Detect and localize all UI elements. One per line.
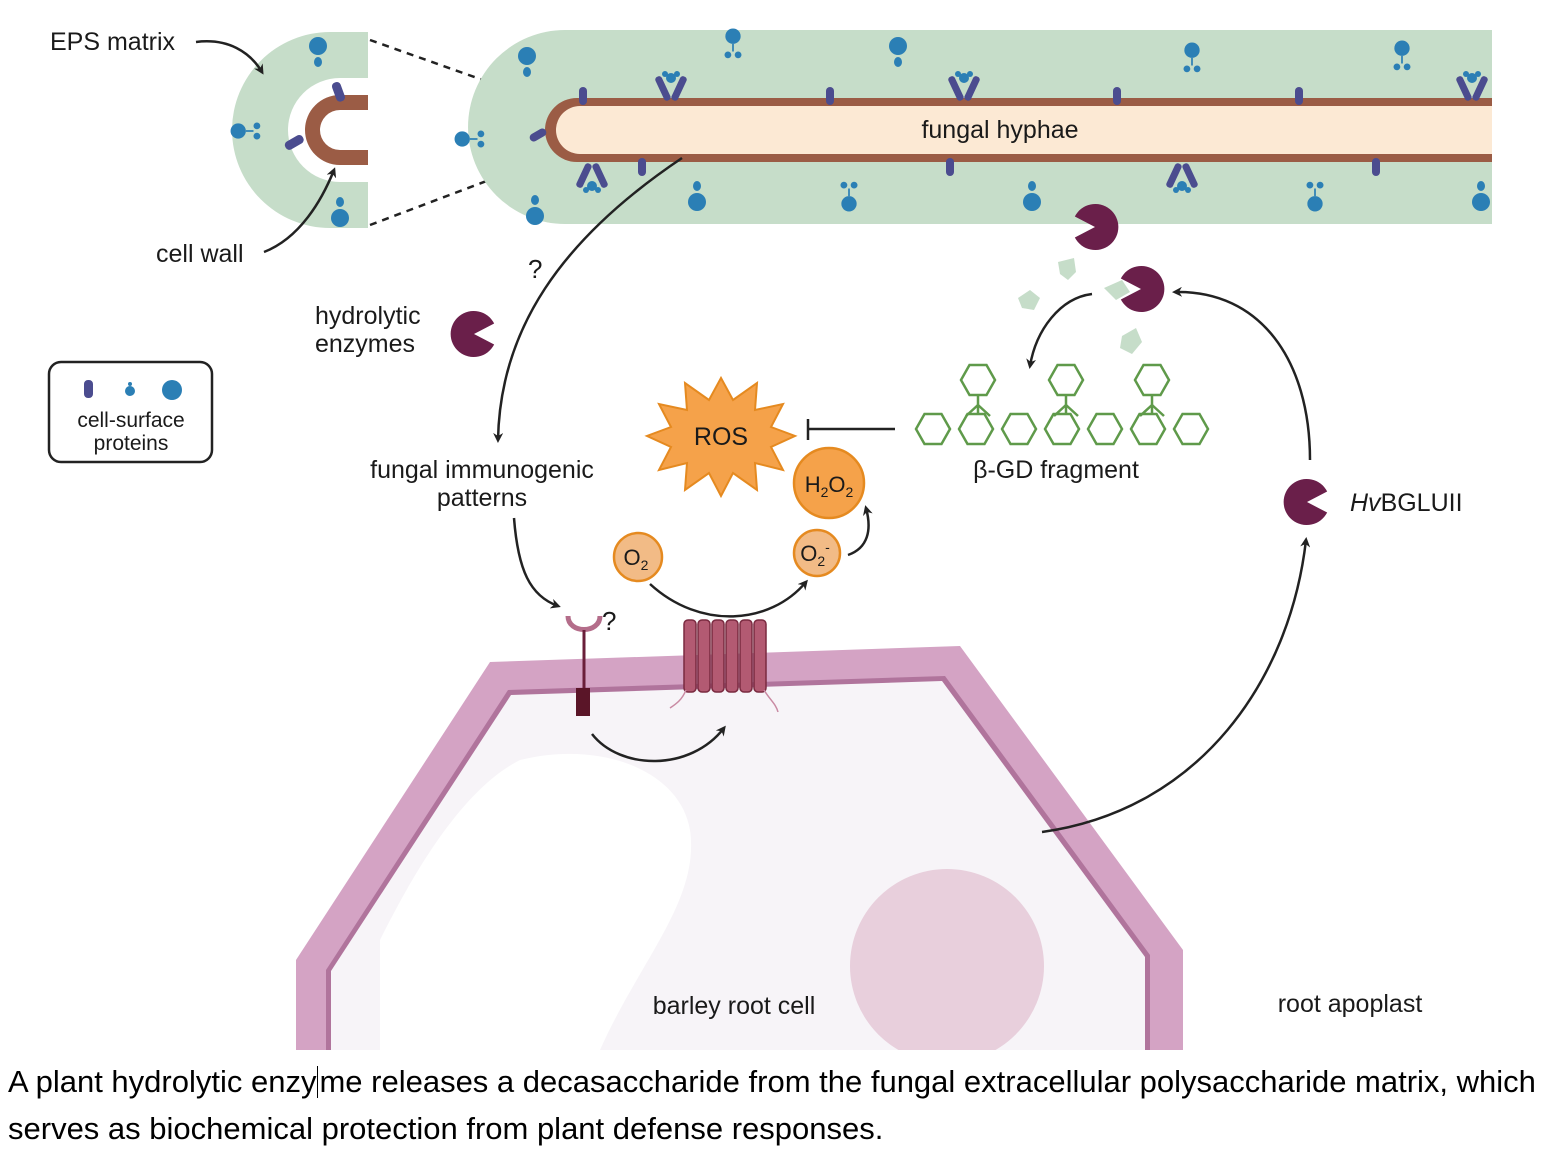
root-apoplast-label: root apoplast [1278,990,1423,1018]
hvbgluii-label: HvBGLUII [1350,489,1463,517]
fungal-hyphae-label: fungal hyphae [921,116,1078,144]
legend: cell-surface proteins [47,360,214,464]
caption-part2: me releases a decasaccharide from the fu… [8,1064,1536,1146]
secretion-arrow [1041,537,1311,834]
rod-protein-icon [1295,87,1303,105]
question-mark-release: ? [528,254,542,284]
h2o2-molecule [792,446,866,520]
cell-wall-label: cell wall [156,240,244,268]
rod-protein-icon [331,82,345,102]
eps-matrix-label: EPS matrix [50,28,176,56]
barley-root-cell-label: barley root cell [653,992,816,1020]
vacuole [380,753,692,1050]
eps-fragment [1104,280,1130,300]
ros-label: ROS [694,423,748,451]
enzyme-action-arrow [1172,286,1312,461]
eps-fragment [1120,328,1142,354]
oxidation-arrow [649,579,808,618]
hypha-cross-section [229,32,368,228]
cell-wall-arrow [263,167,337,254]
fungal-patterns-label-line2: patterns [437,484,527,512]
legend-large-protein-icon [162,380,182,400]
barley-root-cell [296,646,1183,1050]
rod-protein-icon [529,128,547,142]
receptor-binding-arrow [512,517,561,609]
legend-label-line2: proteins [94,432,169,455]
rod-protein-icon [638,158,646,176]
hydrolytic-enzymes-label-line2: enzymes [315,330,415,358]
rod-protein-icon [579,87,587,105]
hydrolytic-enzymes-label-line1: hydrolytic [315,302,421,330]
figure-caption: A plant hydrolytic enzyme releases a dec… [8,1058,1538,1152]
bgd-fragment-structure [914,363,1210,446]
eps-arrow [195,40,264,75]
eps-fragment [1018,290,1040,310]
caption-part1: A plant hydrolytic enzy [8,1064,317,1099]
fungal-patterns-label-line1: fungal immunogenic [370,456,594,484]
question-mark-receptor: ? [602,606,616,636]
nucleus [850,869,1044,1050]
oxygen-molecule [612,531,664,583]
fungal-hypha: fungal hyphae [453,27,1493,225]
rod-protein-icon [946,158,954,176]
eps-fragment [1058,258,1076,280]
ros-burst [644,375,798,499]
dismutation-arrow [847,505,873,557]
bgd-fragment-label: β-GD fragment [973,456,1139,484]
legend-label-line1: cell-surface [77,409,184,432]
pattern-release-arrow [493,156,683,443]
text-cursor [317,1066,319,1098]
nadph-oxidase-channel [669,619,779,713]
h2o2-label: H2O2 [805,472,854,500]
legend-small-protein-icon [125,386,135,396]
signaling-arrow [591,725,726,763]
rod-protein-icon [1372,158,1380,176]
fragment-release-arrow [1026,292,1093,369]
mechanism-diagram: fungal hyphae EPS matrix cell wal [47,27,1493,1050]
superoxide-label: O2- [800,539,830,569]
rod-protein-icon [284,135,304,150]
hvbgluii-enzyme-icon [1283,478,1328,526]
superoxide-molecule [792,528,842,578]
rod-protein-icon [826,87,834,105]
legend-rod-icon [84,380,93,398]
rod-protein-icon [1113,87,1121,105]
enzyme-icon [450,310,495,358]
receptor [565,615,603,716]
oxygen-label: O2 [624,545,649,573]
